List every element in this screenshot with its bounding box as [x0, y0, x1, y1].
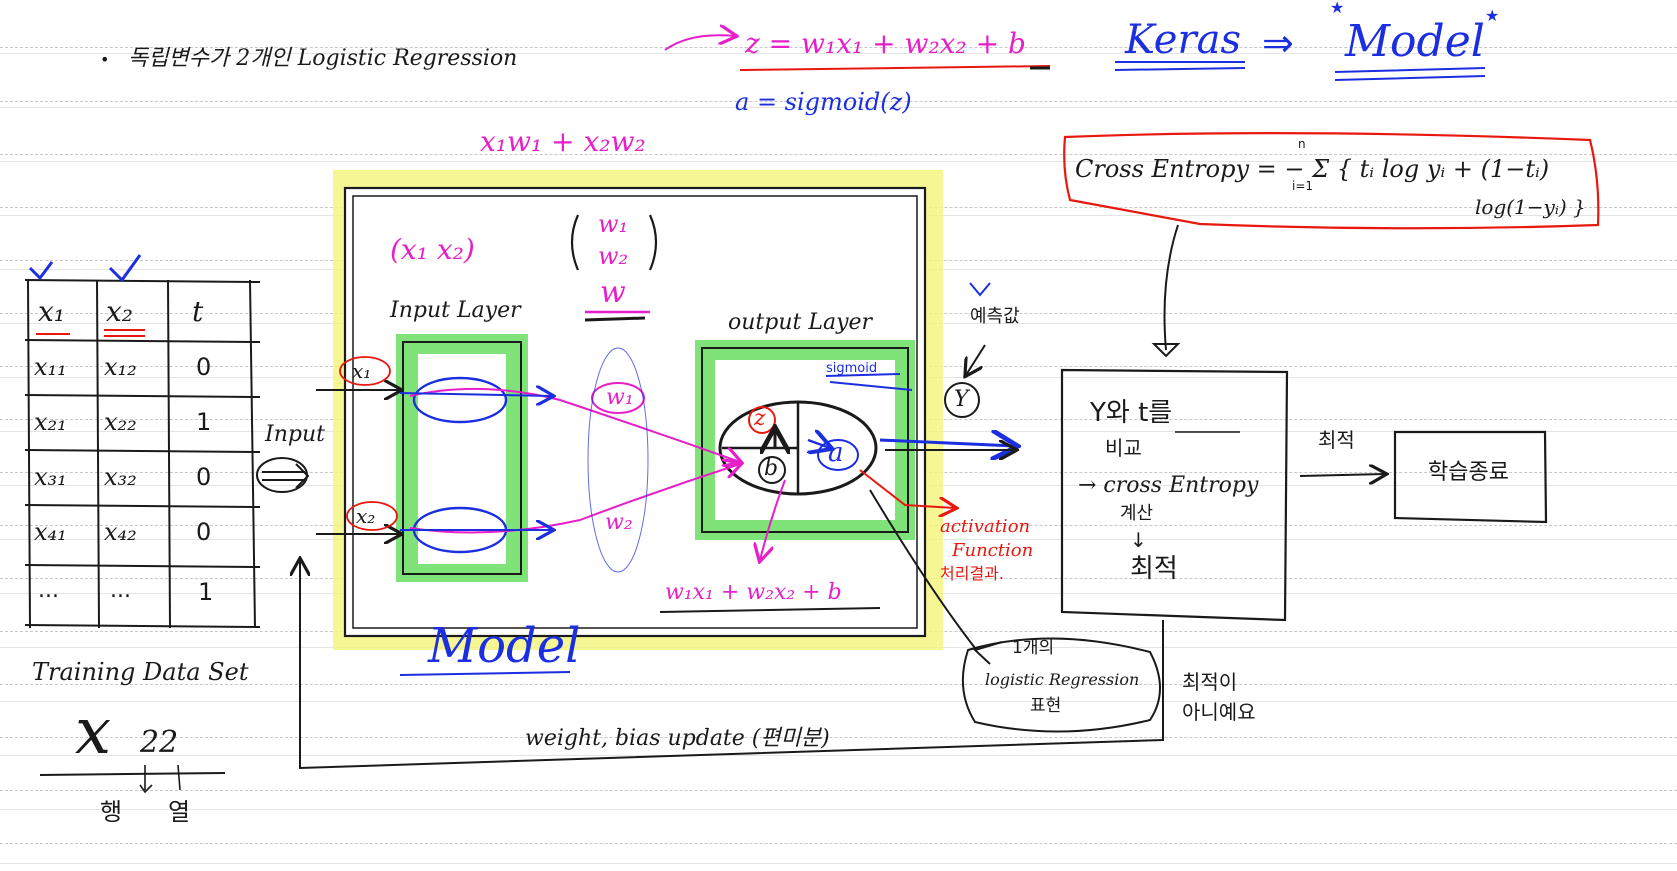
compare-box [1060, 368, 1289, 622]
formula-arrow [664, 35, 735, 51]
cross-entropy-box [1063, 132, 1600, 230]
linear-combination: w₁x₁ + w₂x₂ + b [665, 580, 842, 605]
not-optimal-line2: 아니예요 [1182, 700, 1256, 724]
weight-vector-w2: w₂ [598, 242, 629, 270]
ruled-line [0, 154, 1677, 155]
weighted-sum-formula: x₁w₁ + x₂w₂ [480, 125, 646, 158]
weight-w1: w₁ [606, 385, 634, 410]
compare-line6: 최적 [1130, 554, 1178, 584]
table-cell: x₂₂ [104, 408, 137, 436]
update-label: weight, bias update (편미분) [525, 726, 830, 751]
ruled-line [0, 684, 1677, 685]
prediction-value: Y [954, 387, 969, 412]
compare-line4: 계산 [1120, 503, 1154, 524]
table-header-t: t [192, 295, 204, 328]
star-icon: ★ [1485, 6, 1500, 25]
table-caption: Training Data Set [32, 658, 249, 686]
optimal-label: 최적 [1318, 428, 1355, 452]
star-icon: ★ [1330, 0, 1345, 17]
table-cell: x₃₁ [34, 463, 67, 491]
note-bubble [961, 637, 1161, 733]
model-underline [1334, 67, 1486, 81]
ruled-line [0, 101, 1677, 102]
note-line3: 표현 [1030, 696, 1062, 716]
input-x2: x₂ [356, 504, 376, 528]
table-cell: x₄₂ [104, 518, 137, 546]
compare-line1: Y와 t를 [1090, 398, 1173, 428]
bullet: • [100, 50, 110, 69]
note-line2: logistic Regression [985, 670, 1140, 689]
row-label: 행 [100, 798, 123, 826]
weight-vector-w1: w₁ [598, 210, 629, 238]
model-label: Model [428, 618, 581, 674]
table-cell: 1 [198, 578, 214, 606]
model-heading: Model [1345, 16, 1485, 67]
training-table-grid [24, 279, 261, 629]
cross-entropy-formula: Cross Entropy = − Σ { tᵢ log yᵢ + (1−tᵢ) [1075, 155, 1550, 183]
table-cell: x₁₂ [104, 353, 137, 381]
ruled-line [0, 843, 1677, 844]
ruled-line [0, 737, 1677, 738]
table-cell: x₁₁ [34, 353, 67, 381]
activation-node: a [828, 438, 844, 468]
table-cell: ... [38, 578, 59, 603]
table-cell: 0 [196, 518, 212, 546]
finish-label: 학습종료 [1428, 460, 1509, 485]
input-label: Input [265, 422, 325, 447]
table-header-x1: x₁ [38, 295, 66, 328]
note-line1: 1개의 [1012, 638, 1055, 658]
weight-symbol: w [600, 275, 626, 310]
keras-label: Keras [1125, 17, 1241, 63]
table-cell: x₃₂ [104, 463, 137, 491]
compare-line3: → cross Entropy [1078, 473, 1259, 498]
bias-node: b [764, 456, 779, 481]
sum-upper: n [1298, 137, 1306, 151]
sum-lower: i=1 [1292, 179, 1314, 193]
inputs-vector: (x₁ x₂) [390, 233, 475, 266]
ruled-line [0, 47, 1677, 48]
activation-line3: 처리결과. [940, 564, 1004, 583]
activation-line2: Function [952, 540, 1034, 561]
ruled-line [0, 790, 1677, 791]
page-title: 독립변수가 2개인 Logistic Regression [128, 46, 518, 71]
implies-arrow: ⇒ [1262, 21, 1294, 65]
cross-entropy-formula-2: log(1−yᵢ) } [1475, 195, 1586, 219]
z-formula-underline [739, 65, 1051, 71]
table-cell: ... [110, 578, 131, 603]
input-node-1 [412, 376, 508, 424]
compare-line2: 비교 [1105, 436, 1142, 460]
col-label: 열 [168, 798, 191, 826]
a-formula: a = sigmoid(z) [735, 88, 912, 116]
input-layer-label: Input Layer [390, 298, 521, 323]
input-x1: x₁ [352, 359, 372, 383]
notation-subscript: 22 [140, 725, 179, 760]
table-cell: 1 [196, 408, 212, 436]
z-node: z [754, 406, 766, 431]
output-layer-label: output Layer [728, 310, 873, 335]
finish-box [1393, 430, 1548, 524]
z-formula: z = w₁x₁ + w₂x₂ + b [745, 27, 1026, 60]
table-cell: 0 [196, 463, 212, 491]
activation-line1: activation [940, 516, 1031, 537]
sigmoid-label: sigmoid [826, 361, 878, 376]
compare-line5: ↓ [1130, 528, 1147, 552]
table-cell: x₄₁ [34, 518, 67, 546]
prediction-label: 예측값 [970, 306, 1020, 327]
weight-w2: w₂ [605, 510, 633, 535]
not-optimal-line1: 최적이 [1182, 670, 1238, 694]
table-header-x2: x₂ [106, 295, 134, 328]
table-cell: x₂₁ [34, 408, 67, 436]
notation-x: x [75, 695, 112, 769]
model-box [343, 186, 927, 638]
table-cell: 0 [196, 353, 212, 381]
keras-underline [1114, 61, 1246, 71]
